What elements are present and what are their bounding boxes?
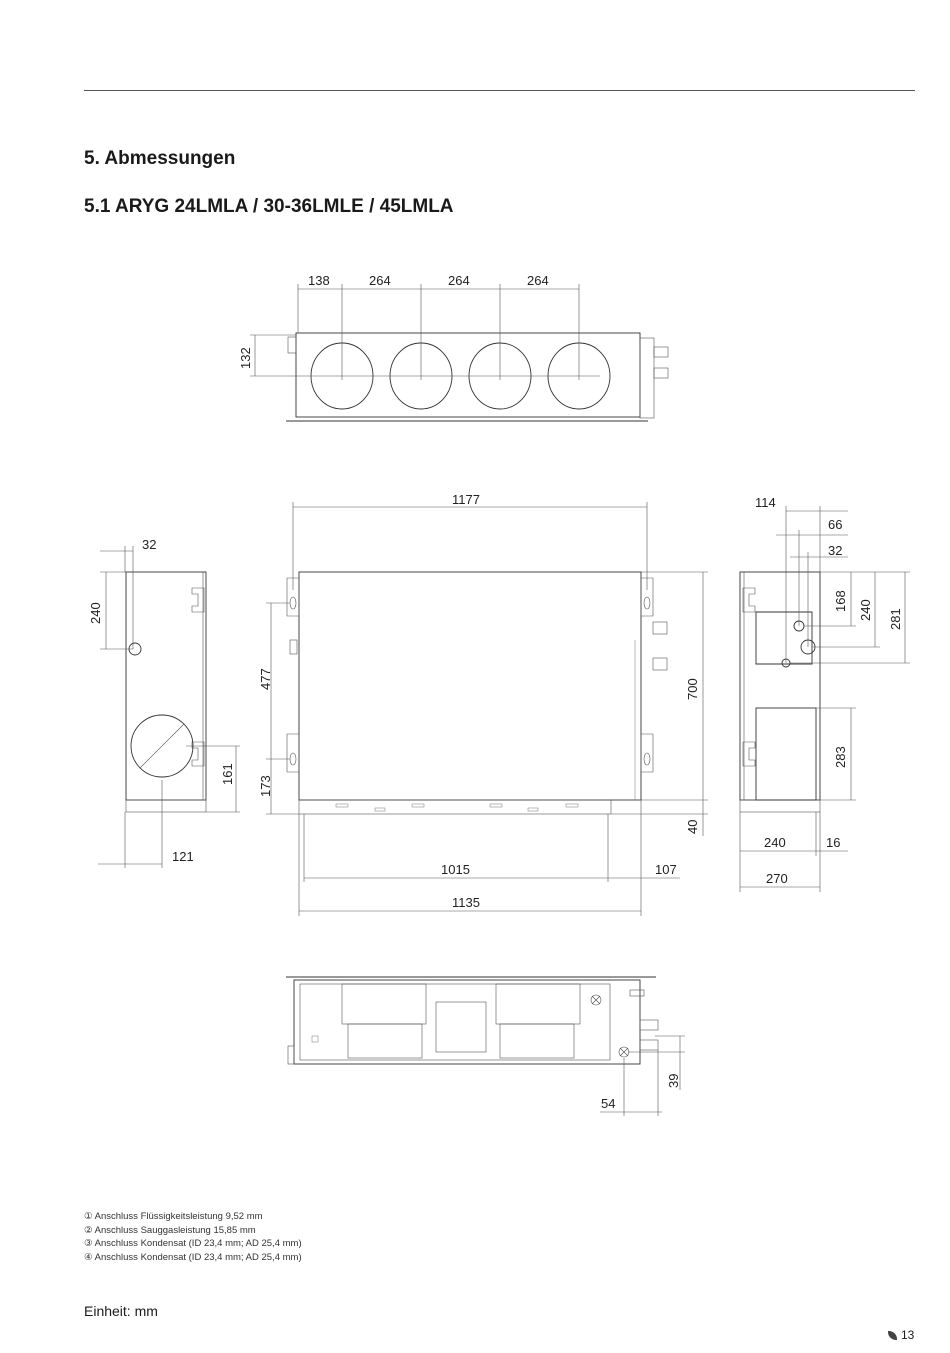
dim-1135: 1135 bbox=[452, 895, 480, 910]
front-view: 1177 477 173 700 40 1015 107 1135 bbox=[258, 492, 708, 916]
top-view: 138 264 264 264 132 bbox=[238, 273, 669, 422]
dim-264-c: 264 bbox=[527, 273, 549, 288]
dim-281: 281 bbox=[888, 608, 903, 630]
bottom-view: 39 54 bbox=[286, 976, 685, 1116]
dim-16: 16 bbox=[826, 835, 840, 850]
dim-173: 173 bbox=[258, 775, 273, 797]
dim-240-bottom: 240 bbox=[764, 835, 786, 850]
dim-39: 39 bbox=[666, 1074, 681, 1088]
dim-107: 107 bbox=[655, 862, 677, 877]
dim-66: 66 bbox=[828, 517, 842, 532]
dim-54: 54 bbox=[601, 1096, 615, 1111]
note-item: ① Anschluss Flüssigkeitsleistung 9,52 mm bbox=[84, 1211, 263, 1222]
dim-283: 283 bbox=[833, 746, 848, 768]
dim-264-a: 264 bbox=[369, 273, 391, 288]
dim-477: 477 bbox=[258, 668, 273, 690]
leaf-icon bbox=[888, 1331, 897, 1340]
dim-40: 40 bbox=[685, 820, 700, 834]
dim-32-left: 32 bbox=[142, 537, 156, 552]
dim-32-right: 32 bbox=[828, 543, 842, 558]
dim-240-left: 240 bbox=[88, 602, 103, 624]
dim-114: 114 bbox=[755, 495, 776, 510]
unit-label: Einheit: mm bbox=[84, 1303, 158, 1319]
dim-1015: 1015 bbox=[441, 862, 470, 877]
right-side-view: 114 66 32 168 240 281 283 240 16 270 bbox=[739, 495, 910, 892]
dim-161: 161 bbox=[220, 763, 235, 785]
note-item: ② Anschluss Sauggasleistung 15,85 mm bbox=[84, 1224, 256, 1236]
dim-138: 138 bbox=[308, 273, 330, 288]
dim-132: 132 bbox=[238, 347, 253, 369]
page-footer: 13 bbox=[888, 1328, 914, 1342]
note-item: ④ Anschluss Kondensat (ID 23,4 mm; AD 25… bbox=[84, 1251, 302, 1263]
page-title: 5. Abmessungen bbox=[84, 148, 236, 169]
dim-240-right: 240 bbox=[858, 599, 873, 621]
left-side-view: 32 240 161 121 bbox=[88, 537, 240, 868]
dim-270: 270 bbox=[766, 871, 788, 886]
dim-264-b: 264 bbox=[448, 273, 470, 288]
dim-168: 168 bbox=[833, 590, 848, 612]
connection-notes: ① Anschluss Flüssigkeitsleistung 9,52 mm… bbox=[84, 1210, 302, 1264]
note-item: ③ Anschluss Kondensat (ID 23,4 mm; AD 25… bbox=[84, 1238, 302, 1249]
page-number: 13 bbox=[901, 1328, 915, 1342]
top-rule bbox=[84, 90, 915, 91]
dim-1177: 1177 bbox=[452, 492, 480, 507]
dim-121: 121 bbox=[172, 849, 194, 864]
dim-700: 700 bbox=[685, 678, 700, 700]
section-subtitle: 5.1 ARYG 24LMLA / 30-36LMLE / 45LMLA bbox=[84, 196, 454, 217]
